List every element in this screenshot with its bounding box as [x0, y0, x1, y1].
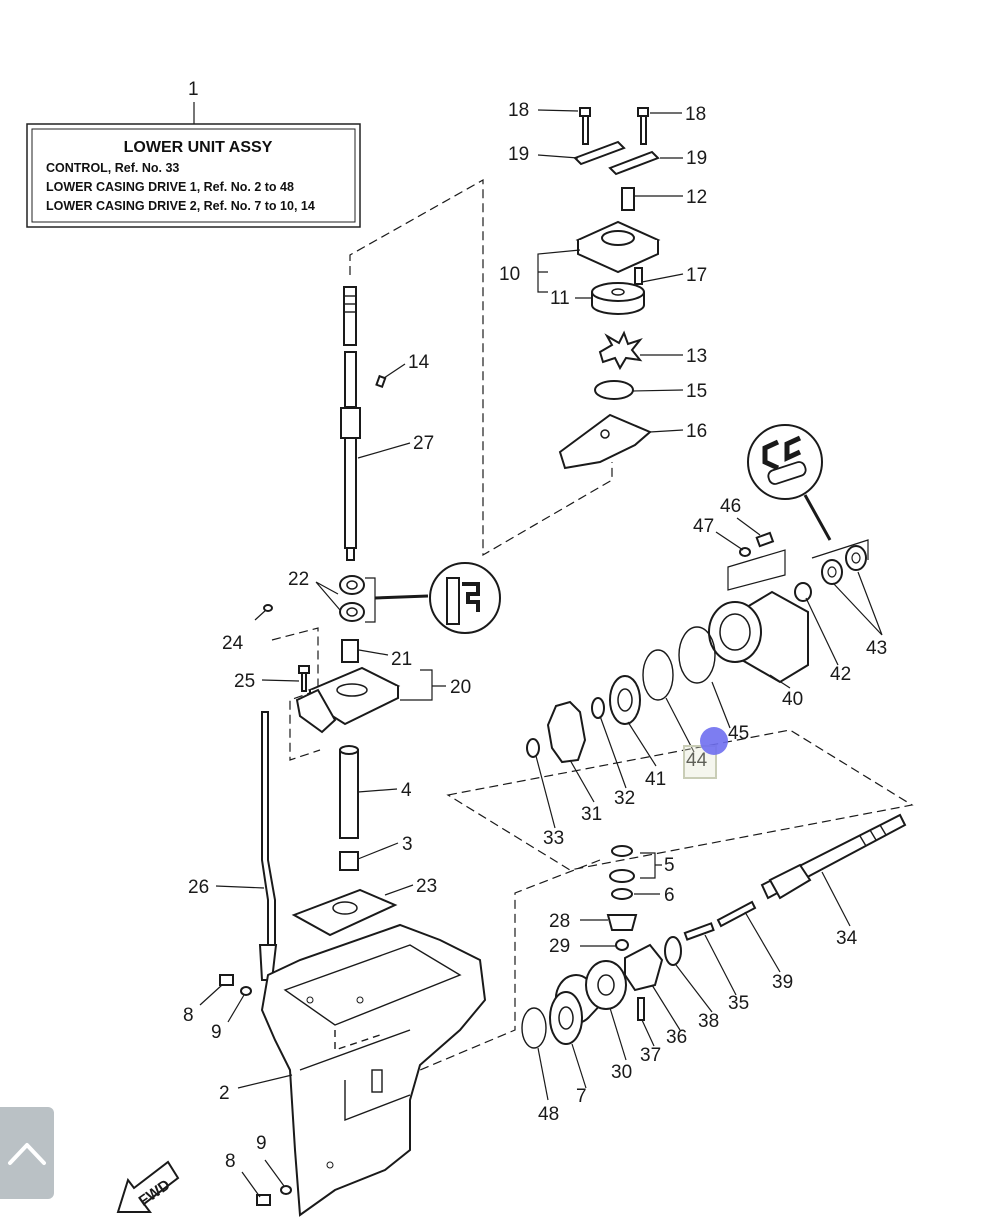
- propeller-shaft: [760, 813, 907, 900]
- gearcase-internals: [521, 845, 757, 1049]
- leader-lines: [199, 109, 883, 1198]
- part-label-43[interactable]: 43: [866, 638, 887, 659]
- part-label-42[interactable]: 42: [830, 664, 851, 685]
- part-label-18a[interactable]: 18: [508, 100, 529, 121]
- part-label-5[interactable]: 5: [664, 855, 675, 876]
- part-label-47[interactable]: 47: [693, 516, 714, 537]
- part-label-45[interactable]: 45: [728, 723, 749, 744]
- touch-cursor-indicator: [700, 727, 728, 755]
- shift-rod-and-tubes: [258, 711, 398, 981]
- water-pump-assembly: [558, 107, 661, 470]
- part-label-9a[interactable]: 9: [211, 1022, 222, 1043]
- part-label-25[interactable]: 25: [234, 671, 255, 692]
- chevron-up-icon: [8, 1143, 46, 1165]
- part-label-1[interactable]: 1: [188, 79, 199, 100]
- part-label-21[interactable]: 21: [391, 649, 412, 670]
- part-label-41[interactable]: 41: [645, 769, 666, 790]
- part-label-12[interactable]: 12: [686, 187, 707, 208]
- part-label-29[interactable]: 29: [549, 936, 570, 957]
- part-label-40[interactable]: 40: [782, 689, 803, 710]
- lower-unit-assy-box: 1 LOWER UNIT ASSY CONTROL, Ref. No. 33 L…: [26, 79, 361, 228]
- scroll-to-top-button[interactable]: [0, 1107, 54, 1199]
- part-label-10[interactable]: 10: [499, 264, 520, 285]
- part-label-16[interactable]: 16: [686, 421, 707, 442]
- upper-bearing-group: [263, 575, 401, 734]
- part-label-19a[interactable]: 19: [508, 144, 529, 165]
- part-label-6[interactable]: 6: [664, 885, 675, 906]
- part-label-27[interactable]: 27: [413, 433, 434, 454]
- guide-lines: [271, 178, 914, 1071]
- fwd-direction-arrow: FWD: [116, 1160, 180, 1213]
- part-label-3[interactable]: 3: [402, 834, 413, 855]
- part-label-13[interactable]: 13: [686, 346, 707, 367]
- part-label-19b[interactable]: 19: [686, 148, 707, 169]
- part-label-37[interactable]: 37: [640, 1045, 661, 1066]
- part-label-2[interactable]: 2: [219, 1083, 230, 1104]
- part-label-22[interactable]: 22: [288, 569, 309, 590]
- grease-cartridge-icon: [365, 562, 501, 634]
- part-label-44[interactable]: 44: [686, 750, 708, 771]
- part-label-28[interactable]: 28: [549, 911, 570, 932]
- part-label-30[interactable]: 30: [611, 1062, 632, 1083]
- drive-shaft: [340, 286, 387, 561]
- part-label-34[interactable]: 34: [836, 928, 858, 949]
- part-label-18b[interactable]: 18: [685, 104, 706, 125]
- part-labels: 18 18 19 19 12 10 11 17 13 15 16 14 27 2…: [183, 100, 887, 1172]
- assy-title: LOWER UNIT ASSY: [124, 139, 273, 156]
- prop-shaft-housing: [526, 531, 867, 764]
- lower-casing: [260, 923, 487, 1217]
- part-label-46[interactable]: 46: [720, 496, 741, 517]
- assy-line-1: CONTROL, Ref. No. 33: [46, 161, 179, 175]
- part-label-17[interactable]: 17: [686, 265, 707, 286]
- part-label-33[interactable]: 33: [543, 828, 564, 849]
- grease-symbol-icon: [747, 424, 832, 541]
- part-label-15[interactable]: 15: [686, 381, 707, 402]
- part-label-9b[interactable]: 9: [256, 1133, 267, 1154]
- part-label-26[interactable]: 26: [188, 877, 209, 898]
- part-label-20[interactable]: 20: [450, 677, 471, 698]
- part-label-8b[interactable]: 8: [225, 1151, 236, 1172]
- part-label-39[interactable]: 39: [772, 972, 793, 993]
- part-label-7[interactable]: 7: [576, 1086, 587, 1107]
- assy-line-2: LOWER CASING DRIVE 1, Ref. No. 2 to 48: [46, 180, 294, 194]
- part-label-48[interactable]: 48: [538, 1104, 559, 1125]
- part-label-4[interactable]: 4: [401, 780, 412, 801]
- part-label-36[interactable]: 36: [666, 1027, 687, 1048]
- casing-fasteners: [219, 974, 292, 1206]
- part-label-8a[interactable]: 8: [183, 1005, 194, 1026]
- assy-line-3: LOWER CASING DRIVE 2, Ref. No. 7 to 10, …: [46, 199, 315, 213]
- part-label-14[interactable]: 14: [408, 352, 430, 373]
- part-label-32[interactable]: 32: [614, 788, 635, 809]
- part-label-24[interactable]: 24: [222, 633, 244, 654]
- part-label-38[interactable]: 38: [698, 1011, 719, 1032]
- part-label-23[interactable]: 23: [416, 876, 437, 897]
- part-label-31[interactable]: 31: [581, 804, 602, 825]
- part-label-35[interactable]: 35: [728, 993, 749, 1014]
- part-label-11[interactable]: 11: [550, 288, 570, 309]
